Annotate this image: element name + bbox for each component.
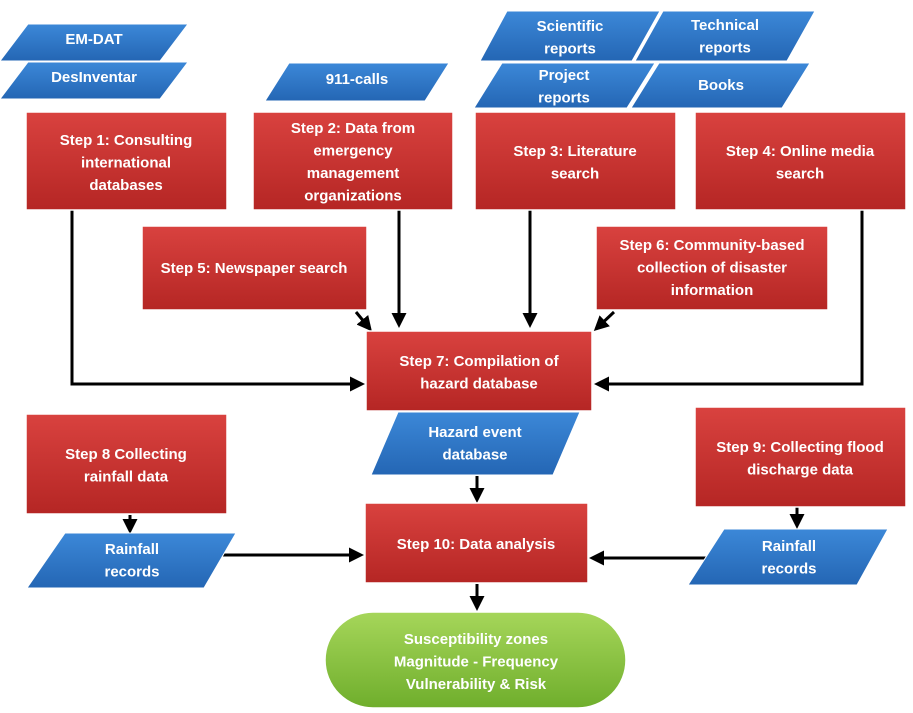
source-scientific-reports-label-line: Scientific: [537, 18, 604, 35]
hazard-event-database: Hazard event database: [370, 411, 581, 476]
rainfall-records-left-label-line: Rainfall: [105, 541, 159, 558]
source-technical-reports-label-line: reports: [699, 40, 751, 57]
step1-label-line: Step 1: Consulting: [60, 132, 193, 149]
arrow-step6-to-step7: [593, 310, 616, 332]
rainfall-records-right-label-line: Rainfall: [762, 538, 816, 555]
source-project-reports-label-line: reports: [538, 90, 590, 107]
step4-box: Step 4: Online media search: [694, 111, 907, 211]
source-technical-reports-label: Technical reports: [691, 17, 759, 57]
step10-label-line: Step 10: Data analysis: [397, 536, 555, 553]
step9-label: Step 9: Collecting flood discharge data: [716, 439, 884, 479]
rainfall-records-right-label: Rainfall records: [761, 538, 816, 578]
step3-label: Step 3: Literature search: [513, 143, 636, 183]
step1-box: Step 1: Consulting international databases: [25, 111, 228, 211]
step4-label-line: search: [776, 166, 824, 183]
step10-box: Step 10: Data analysis: [364, 502, 589, 584]
output-label-line: Vulnerability & Risk: [406, 676, 547, 693]
rainfall-records-left-label: Rainfall records: [104, 541, 159, 581]
step2-label: Step 2: Data from emergency management orga…: [291, 120, 415, 205]
step5-label: Step 5: Newspaper search: [161, 260, 348, 277]
source-scientific-reports-label-line: reports: [544, 41, 596, 58]
rainfall-records-right-label-line: records: [761, 561, 816, 578]
source-emdat-label-line: EM-DAT: [65, 31, 122, 48]
hazard-event-database-label-line: database: [442, 447, 507, 464]
source-911-calls-label: 911-calls: [326, 71, 389, 88]
rainfall-records-left: Rainfall records: [26, 532, 237, 589]
step2-label-line: management: [307, 165, 400, 182]
source-project-reports: Project reports: [473, 62, 656, 109]
step6-box: Step 6: Community-based collection of dis…: [595, 225, 829, 311]
step8-label: Step 8 Collecting rainfall data: [65, 446, 187, 486]
step3-label-line: Step 3: Literature: [513, 143, 636, 160]
step7-box: Step 7: Compilation of hazard database: [365, 330, 593, 412]
step2-label-line: emergency: [313, 143, 393, 160]
step7-label-line: hazard database: [420, 376, 538, 393]
source-desinventar-label-line: DesInventar: [51, 69, 137, 86]
source-technical-reports-label-line: Technical: [691, 17, 759, 34]
source-911-calls: 911-calls: [264, 62, 450, 102]
step6-label-line: collection of disaster: [637, 260, 787, 277]
step2-label-line: Step 2: Data from: [291, 120, 415, 137]
source-books: Books: [630, 62, 811, 109]
output-label-line: Magnitude - Frequency: [394, 654, 559, 671]
output-label-line: Susceptibility zones: [404, 631, 548, 648]
step8-label-line: rainfall data: [84, 469, 169, 486]
source-scientific-reports: Scientific reports: [479, 10, 661, 62]
step6-label-line: Step 6: Community-based: [619, 237, 804, 254]
rainfall-records-left-label-line: records: [104, 564, 159, 581]
step9-box: Step 9: Collecting flood discharge data: [694, 406, 907, 508]
source-desinventar-label: DesInventar: [51, 69, 137, 86]
step7-label: Step 7: Compilation of hazard database: [399, 353, 559, 393]
source-scientific-reports-label: Scientific reports: [537, 18, 604, 58]
step1-label-line: databases: [89, 177, 162, 194]
step4-label: Step 4: Online media search: [726, 143, 875, 183]
source-emdat-label: EM-DAT: [65, 31, 122, 48]
source-emdat: EM-DAT: [0, 23, 190, 62]
step6-label-line: information: [671, 282, 754, 299]
step9-label-line: discharge data: [747, 462, 854, 479]
arrow-step4-to-step7: [594, 210, 864, 392]
rainfall-records-right: Rainfall records: [687, 528, 889, 586]
arrow-step5-to-step7: [354, 311, 372, 332]
step6-label: Step 6: Community-based collection of dis…: [619, 237, 804, 299]
step2-label-line: organizations: [304, 188, 402, 205]
step10-label: Step 10: Data analysis: [397, 536, 555, 553]
source-project-reports-label-line: Project: [539, 67, 590, 84]
step3-label-line: search: [551, 166, 599, 183]
step2-box: Step 2: Data from emergency management orga…: [252, 111, 454, 211]
step8-label-line: Step 8 Collecting: [65, 446, 187, 463]
hazard-event-database-label-line: Hazard event: [428, 424, 521, 441]
step9-label-line: Step 9: Collecting flood: [716, 439, 884, 456]
step8-box: Step 8 Collecting rainfall data: [25, 413, 228, 515]
step5-label-line: Step 5: Newspaper search: [161, 260, 348, 277]
step4-label-line: Step 4: Online media: [726, 143, 875, 160]
source-project-reports-label: Project reports: [538, 67, 590, 107]
source-books-label-line: Books: [698, 77, 744, 94]
hazard-event-database-label: Hazard event database: [428, 424, 521, 464]
connectors: [70, 210, 864, 611]
source-technical-reports: Technical reports: [634, 10, 816, 62]
source-desinventar: DesInventar: [0, 61, 190, 100]
source-911-calls-label-line: 911-calls: [326, 71, 389, 88]
arrow-step1-to-step7: [70, 210, 365, 392]
step3-box: Step 3: Literature search: [474, 111, 677, 211]
step5-box: Step 5: Newspaper search: [141, 225, 368, 311]
step7-label-line: Step 7: Compilation of: [399, 353, 559, 370]
step1-label-line: international: [81, 155, 171, 172]
step1-label: Step 1: Consulting international databases: [60, 132, 193, 194]
source-books-label: Books: [698, 77, 744, 94]
